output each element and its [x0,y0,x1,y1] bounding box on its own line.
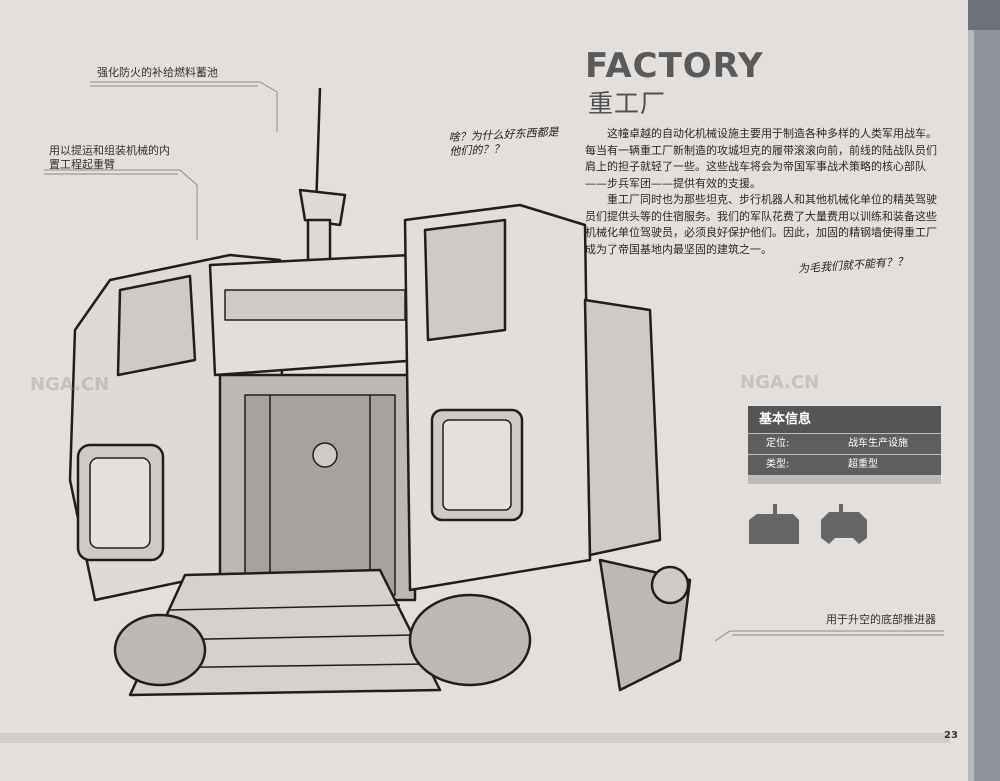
thruster-center [408,593,532,687]
watermark: NGA.CN [740,372,820,393]
page-edge-highlight [968,0,974,781]
page-edge-notch [968,0,1000,30]
callout-crane: 用以提运和组装机械的内置工程起重臂 [49,144,170,171]
rear-module [583,298,662,557]
info-header: 基本信息 [748,406,941,433]
factory-silhouette-flying-icon [821,504,867,544]
factory-silhouette-landed-icon [749,504,799,544]
right-module-panel [423,218,507,342]
watermark: NGA.CN [30,374,110,395]
info-key: 定位: [766,438,790,449]
info-value: 超重型 [848,459,878,470]
antenna-dish [298,188,347,227]
page-title-en: FACTORY [585,46,764,86]
info-row: 类型: 超重型 [748,455,941,475]
page-title-zh: 重工厂 [588,89,667,118]
page-number: 23 [944,730,958,741]
info-value: 战车生产设施 [848,438,908,449]
thruster-left [113,613,207,687]
callout-thrusters: 用于升空的底部推进器 [826,613,936,626]
description-text: 这幢卓越的自动化机械设施主要用于制造各种多样的人类军用战车。每当有一辆重工厂新制… [585,126,947,258]
antenna-mast [306,218,332,262]
callout-fuel-tank: 强化防火的补给燃料蓄池 [97,66,218,79]
info-row: 定位: 战车生产设施 [748,434,941,454]
left-module-panel [116,274,197,377]
paragraph: 这幢卓越的自动化机械设施主要用于制造各种多样的人类军用战车。每当有一辆重工厂新制… [585,127,937,190]
paragraph: 重工厂同时也为那些坦克、步行机器人和其他机械化单位的精英驾驶员们提供头等的住宿服… [585,193,937,256]
info-key: 类型: [766,459,790,470]
